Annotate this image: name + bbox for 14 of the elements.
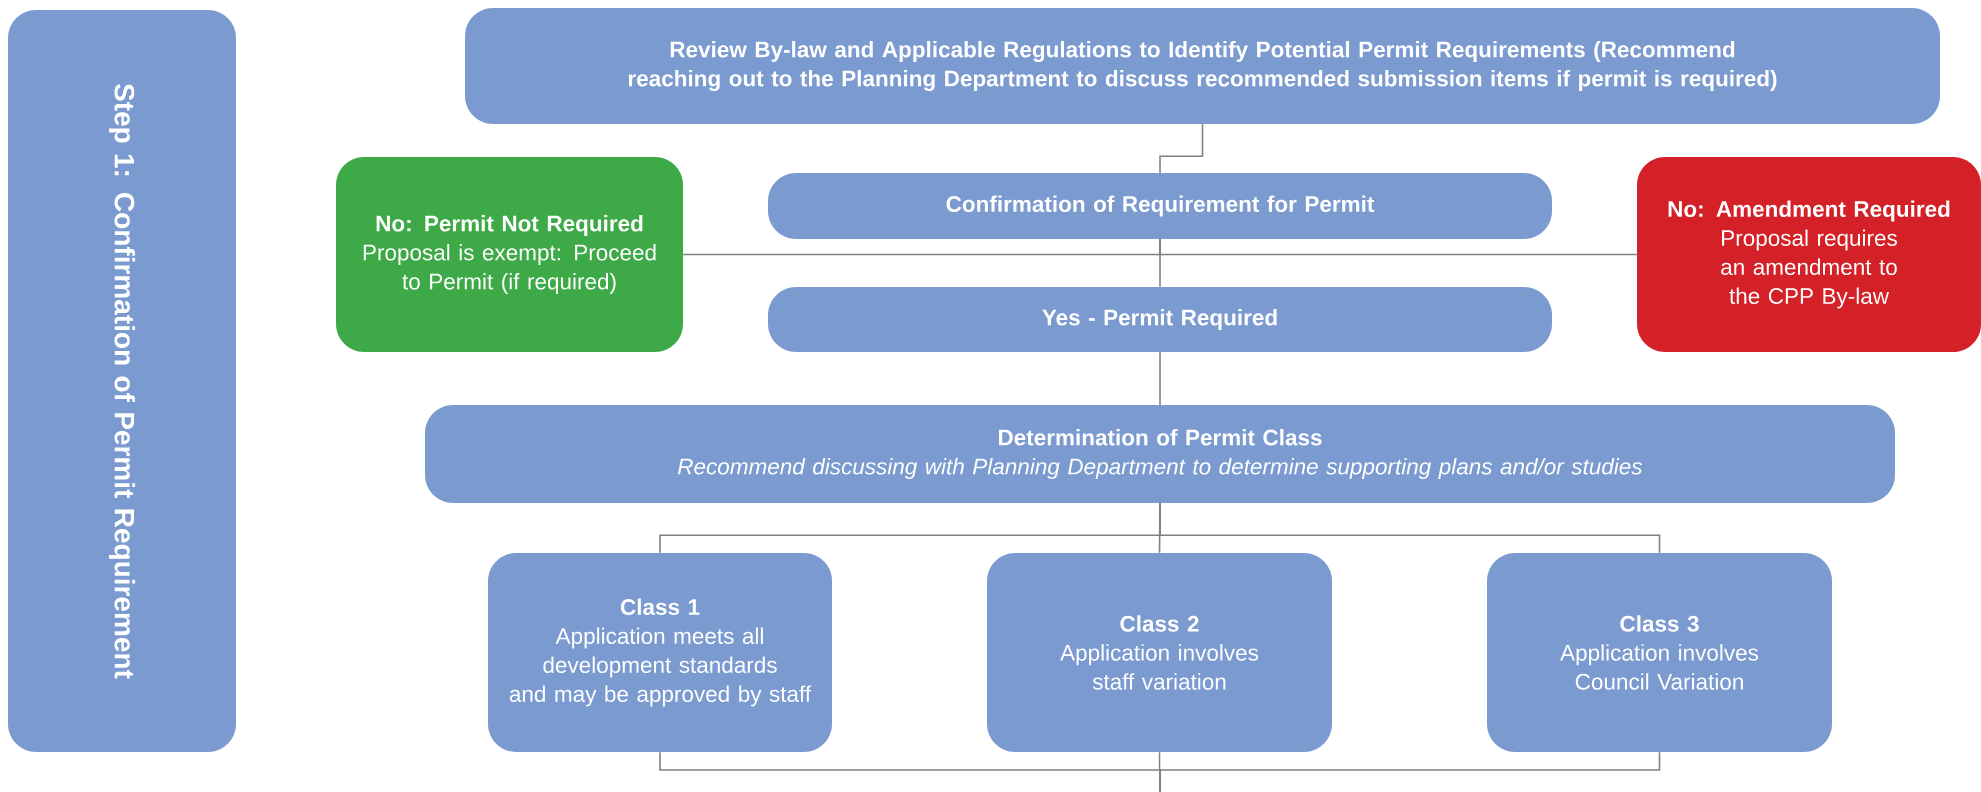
process-box: Class 3 Application involves Council Variation <box>1487 553 1832 752</box>
process-box: Review By-law and Applicable Regulations to Identify Potential Permit Requirements (Recommend reaching out to the Planning Department to discuss recommended submission items if permit is required) <box>465 8 1940 124</box>
step-banner: Step 1: Confirmation of Permit Requirement <box>8 10 236 752</box>
process-box: Class 1 Application meets all development standards and may be approved by staff <box>488 553 832 752</box>
process-box: Confirmation of Requirement for Permit <box>768 173 1552 239</box>
outcome-box: No: Permit Not Required Proposal is exempt: Proceed to Permit (if required) <box>336 157 683 352</box>
process-box: Determination of Permit Class Recommend discussing with Planning Department to determine supporting plans and/or studies <box>425 405 1895 503</box>
connector-line <box>1159 238 1638 256</box>
outcome-box: No: Amendment Required Proposal requires an amendment to the CPP By-law <box>1637 157 1981 352</box>
connector-line <box>1159 502 1661 554</box>
process-box: Yes - Permit Required <box>768 287 1552 352</box>
connector-line <box>1159 351 1161 406</box>
process-box: Class 2 Application involves staff variation <box>987 553 1332 752</box>
connector-line <box>1159 123 1204 174</box>
